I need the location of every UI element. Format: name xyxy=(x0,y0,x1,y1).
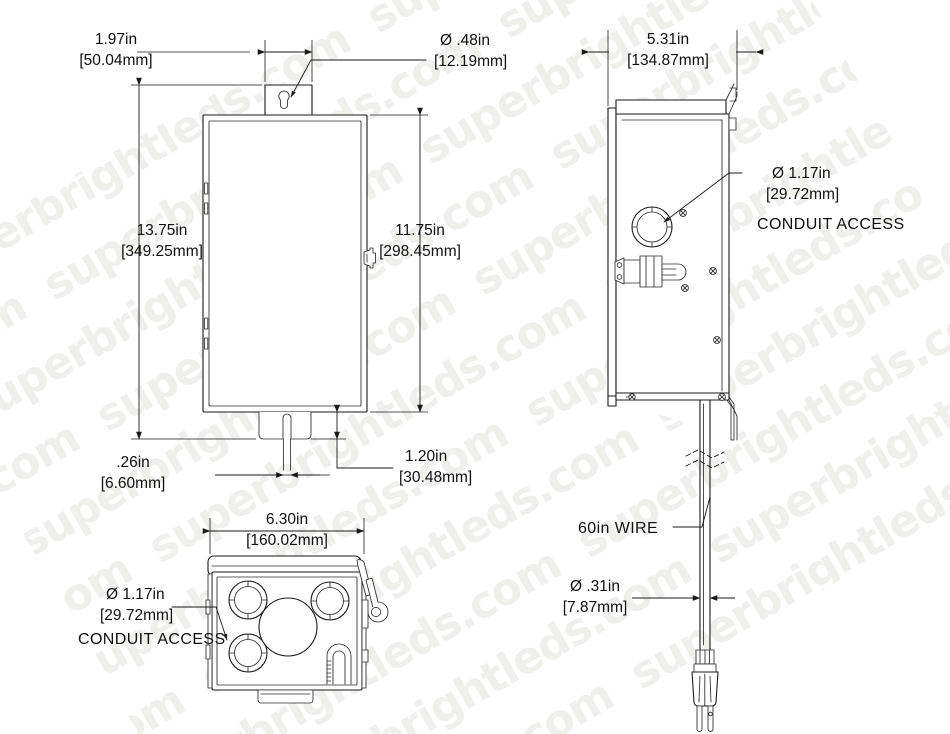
dim-text-mm: [29.72mm] xyxy=(100,607,173,624)
side-latch-assembly xyxy=(614,255,687,288)
conduit-knockout-ring xyxy=(228,580,268,620)
dim-text-inch: .26in xyxy=(116,454,150,471)
dim-text-mm: [134.87mm] xyxy=(627,52,709,69)
front-hinge-knuckles xyxy=(204,182,209,350)
side-body xyxy=(615,113,730,394)
dim-text-inch: 5.31in xyxy=(647,31,689,48)
dim-text-inch: Ø .31in xyxy=(570,578,620,595)
bottom-grommet-slot xyxy=(326,643,352,685)
dim-front-keyhole-dia: Ø .48in [12.19mm] xyxy=(290,32,507,98)
front-mount-tab xyxy=(264,84,313,116)
bottom-center-hole xyxy=(258,597,318,657)
dim-wire-dia: Ø .31in [7.87mm] xyxy=(563,578,735,616)
bottom-view: 6.30in [160.02mm] Ø 1.17in [29.72mm] CON… xyxy=(78,511,389,704)
screw-icon xyxy=(713,336,721,344)
dim-text-mm: [12.19mm] xyxy=(434,53,507,70)
keyhole-slot-icon xyxy=(278,90,290,109)
dim-text-mm: [349.25mm] xyxy=(121,243,203,260)
dim-text-inch: Ø 1.17in xyxy=(106,586,165,603)
dim-text-inch: Ø 1.17in xyxy=(772,165,831,182)
dim-front-13_75in: 13.75in [349.25mm] xyxy=(121,77,262,440)
dim-text-inch: 6.30in xyxy=(266,511,308,528)
wire-label-group: 60in WIRE xyxy=(578,496,711,537)
side-bottom-flange xyxy=(607,392,738,441)
wire-break-symbol xyxy=(685,449,725,469)
screw-icon xyxy=(679,209,687,217)
dim-text-mm: [298.45mm] xyxy=(379,243,461,260)
side-conduit-access-label: CONDUIT ACCESS xyxy=(757,216,905,233)
bottom-conduit-access-label: CONDUIT ACCESS xyxy=(78,631,226,648)
dim-text-mm: [29.72mm] xyxy=(766,186,839,203)
wire-length-label: 60in WIRE xyxy=(578,520,658,537)
side-door-edge xyxy=(728,117,737,131)
screw-icon xyxy=(709,267,717,275)
screw-icon xyxy=(718,393,726,401)
bottom-mount-tab xyxy=(257,689,314,704)
dim-text-inch: 1.20in xyxy=(405,448,447,465)
dim-text-mm: [160.02mm] xyxy=(246,532,328,549)
dim-text-inch: 13.75in xyxy=(137,222,188,239)
front-latch xyxy=(363,247,376,269)
side-screws xyxy=(679,209,721,344)
dim-text-mm: [50.04mm] xyxy=(79,52,152,69)
dim-front-11_75in: 11.75in [298.45mm] xyxy=(370,107,461,413)
dim-bottom-conduit-dia: Ø 1.17in [29.72mm] xyxy=(100,586,228,641)
conduit-knockout-ring xyxy=(310,581,350,621)
dim-text-inch: 1.97in xyxy=(95,31,137,48)
dim-text-mm: [7.87mm] xyxy=(563,599,628,616)
conduit-knockout-ring xyxy=(228,633,268,673)
front-view: 1.97in [50.04mm] Ø .48in [12.19mm] 13.75… xyxy=(79,31,507,492)
screw-icon xyxy=(681,284,689,292)
front-body xyxy=(202,114,368,413)
dim-text-mm: [30.48mm] xyxy=(399,469,472,486)
dim-text-mm: [6.60mm] xyxy=(101,475,166,492)
dim-text-inch: 11.75in xyxy=(395,222,445,239)
front-bottom-tabs xyxy=(258,411,312,471)
bottom-right-hasp xyxy=(356,559,389,689)
power-plug xyxy=(691,649,719,732)
dim-front-1_97in: 1.97in [50.04mm] xyxy=(79,31,313,82)
bottom-left-wall xyxy=(205,573,213,689)
screw-icon xyxy=(625,393,636,401)
bottom-conduit-knockouts xyxy=(228,580,350,673)
wire-view: 60in WIRE Ø .31in [7.87mm] xyxy=(563,399,735,732)
side-back-plate xyxy=(607,107,617,397)
dim-text-inch: Ø .48in xyxy=(440,32,490,49)
dim-bottom-6_30in: 6.30in [160.02mm] xyxy=(202,511,365,554)
dim-side-conduit-dia: Ø 1.17in [29.72mm] xyxy=(663,165,839,223)
dim-front-0_26in: .26in [6.60mm] xyxy=(101,454,330,492)
dim-front-1_20in: 1.20in [30.48mm] xyxy=(311,404,472,486)
side-top-flange xyxy=(615,83,738,115)
power-wire xyxy=(699,399,711,651)
dim-side-5_31in: 5.31in [134.87mm] xyxy=(581,30,764,106)
side-view: 5.31in [134.87mm] Ø 1.17in [29.72mm] CON… xyxy=(581,30,905,441)
side-conduit-knockout xyxy=(631,206,673,248)
